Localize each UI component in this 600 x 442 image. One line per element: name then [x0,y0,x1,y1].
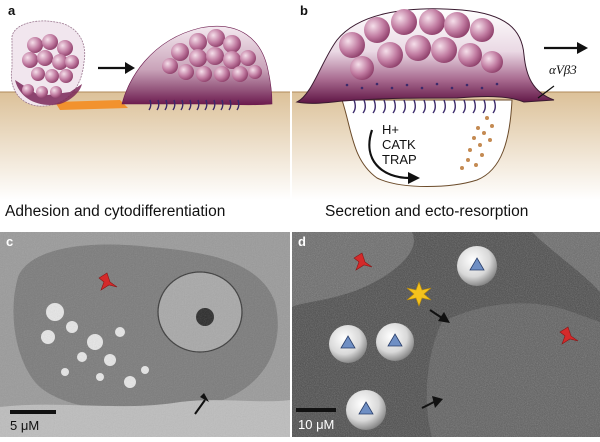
bone-surface [0,92,290,200]
arrow-right-icon [98,62,135,74]
precursor-cell [11,21,84,106]
arrow-right-icon [544,42,588,54]
lacuna-labels: H+ CATK TRAP [382,122,417,167]
panel-a: a Adhesion and cytodifferentiation [0,0,290,225]
active-osteoclast [297,9,554,113]
tem-micrograph [0,232,290,437]
scale-bar-c [10,410,56,414]
scale-bar-d [296,408,336,412]
integrin-label: αVβ3 [549,62,577,78]
panel-c: c 5 μM [0,232,290,437]
scale-bar-d-label: 10 μM [298,417,334,432]
sem-micrograph [292,232,600,437]
trap-label: TRAP [382,152,417,167]
panel-b-diagram [292,0,600,200]
panel-d-letter: d [298,234,306,249]
panel-a-letter: a [8,3,15,18]
panel-a-caption: Adhesion and cytodifferentiation [5,203,225,221]
catk-label: CATK [382,137,417,152]
panel-b: b αVβ3 H+ CATK TRAP Secretion and ecto-r… [292,0,600,225]
panel-c-letter: c [6,234,13,249]
panel-d: d 10 μM [292,232,600,437]
attached-osteoclast [122,26,272,110]
scale-bar-c-label: 5 μM [10,418,39,433]
panel-a-diagram [0,0,290,200]
panel-b-letter: b [300,3,308,18]
panel-b-caption: Secretion and ecto-resorption [325,203,528,221]
proton-label: H+ [382,122,417,137]
